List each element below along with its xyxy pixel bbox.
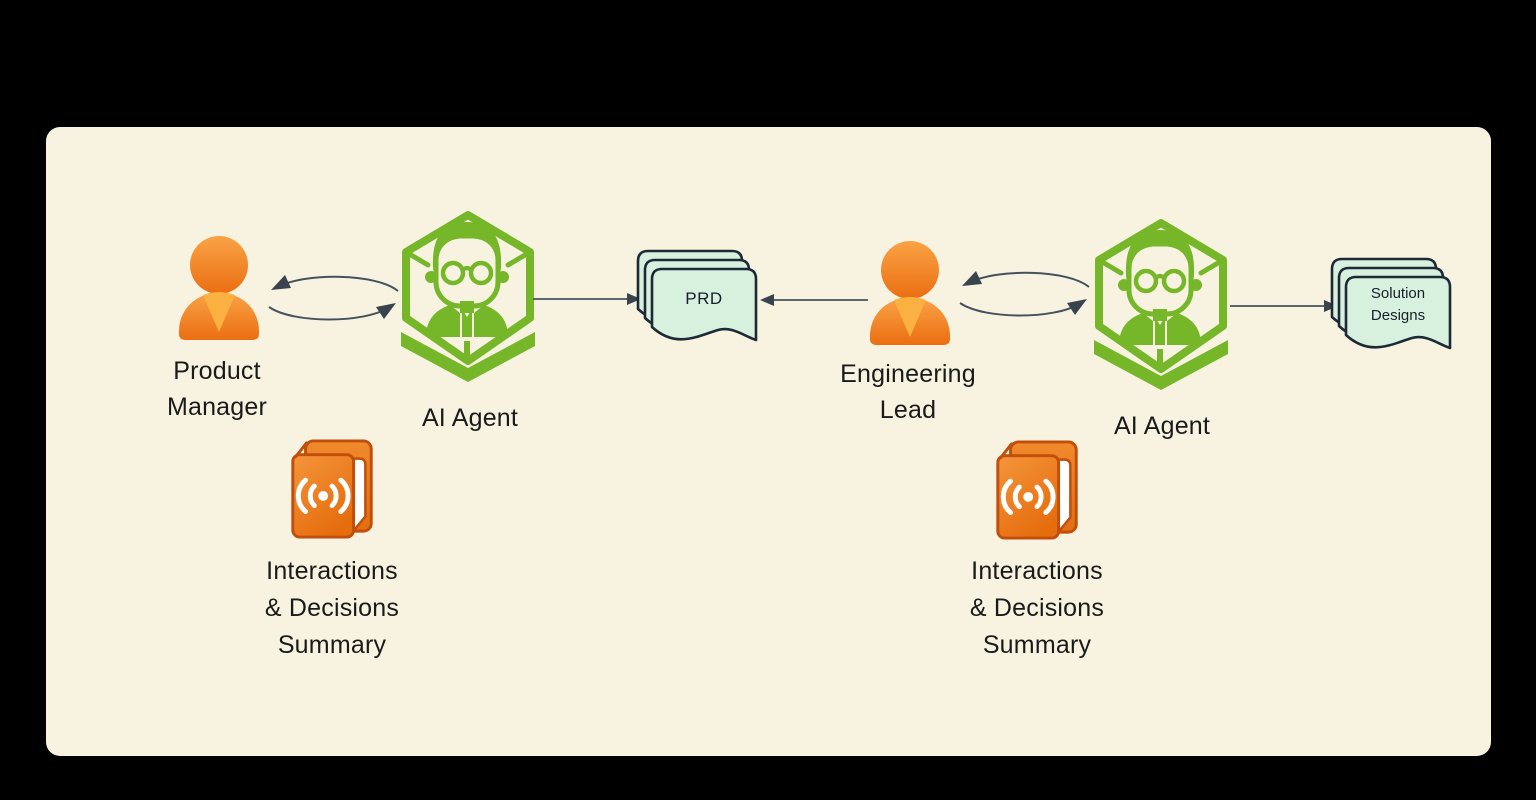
bidirectional-arrows-icon (268, 275, 399, 321)
product-manager-label: Product Manager (166, 357, 268, 421)
engineering-lead-label: Engineering Lead (840, 360, 976, 424)
document-stack-icon (1330, 257, 1452, 350)
broadcast-book-icon (291, 439, 373, 539)
prd-label: PRD (685, 289, 723, 308)
ai-agent-hexagon-icon (401, 211, 535, 382)
arrow-left-icon (760, 294, 868, 306)
broadcast-book-icon (996, 440, 1078, 540)
broadcast-icon (295, 477, 351, 514)
ai-agent-right-label: AI Agent (1113, 412, 1211, 440)
solution-designs-label: Solution Designs (1370, 285, 1426, 324)
user-icon (870, 241, 950, 345)
broadcast-icon (1000, 478, 1056, 515)
ai-agent-left-label: AI Agent (421, 404, 519, 432)
diagram-panel: Product Manager AI Agent (46, 127, 1491, 756)
bidirectional-arrows-icon (959, 271, 1090, 317)
summary-right-label: Interactions & Decisions Summary (969, 557, 1105, 659)
ai-agent-hexagon-icon (1094, 219, 1228, 390)
document-stack-icon (636, 249, 758, 342)
agent-face-icon (401, 222, 535, 382)
agent-face-icon (1094, 230, 1228, 390)
user-icon (179, 236, 259, 340)
summary-left-label: Interactions & Decisions Summary (264, 557, 400, 659)
arrow-right-icon (1230, 300, 1338, 312)
arrow-right-icon (533, 293, 641, 305)
